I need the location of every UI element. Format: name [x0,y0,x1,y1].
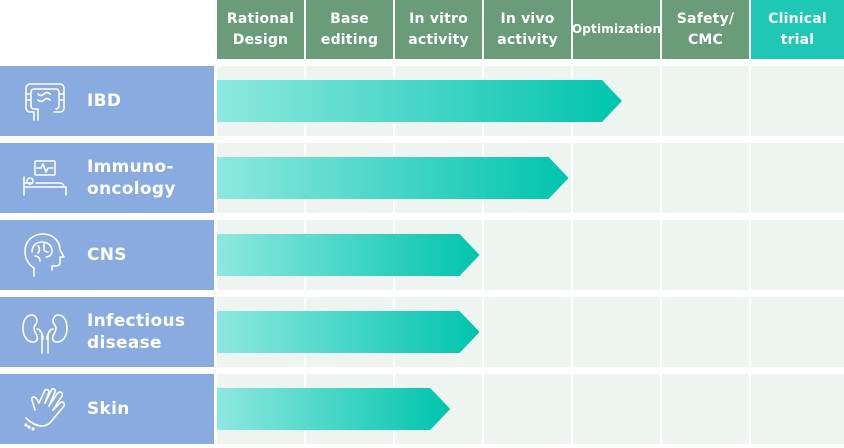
grid-cell [395,374,482,444]
stage-header-clinical-trial: Clinical trial [751,0,844,59]
grid-cell [306,143,393,213]
program-label: Immuno- oncology [87,157,176,199]
program-label: CNS [87,245,127,265]
grid-cell [395,297,482,367]
brain-head-icon [24,233,65,277]
grid-cell [306,374,393,444]
stage-header-optimization: Optimization [571,0,662,59]
stage-label: Clinical trial [768,10,827,48]
grid-cell [306,220,393,290]
stage-label: Optimization [571,22,662,36]
grid-cell [484,66,571,136]
grid-cell [662,220,749,290]
grid-cell [751,143,844,213]
grid-cell [484,297,571,367]
program-label: IBD [87,91,122,111]
grid-cell [573,297,660,367]
grid-cell [662,374,749,444]
program-label: Infectious disease [87,311,186,353]
program-row-skin: Skin [0,374,214,444]
stage-label: Rational Design [226,10,295,48]
grid-cell [751,220,844,290]
grid-cell [751,374,844,444]
hand-skin-icon [24,387,66,431]
stage-label: In vitro activity [408,10,469,48]
stage-header-safety-cmc: Safety/ CMC [662,0,749,59]
grid-cell [573,143,660,213]
grid-cell [751,297,844,367]
stage-header-base-editing: Base editing [306,0,393,59]
grid-cell [217,297,304,367]
program-row-infectious-disease: Infectious disease [0,297,214,367]
hospital-bed-icon [23,160,67,196]
stage-label: In vivo activity [497,10,558,48]
grid-cell [306,66,393,136]
stage-label: Base editing [320,10,379,48]
grid-cell [484,143,571,213]
grid-cell [484,220,571,290]
stage-header-rational-design: Rational Design [217,0,304,59]
stage-header-in-vivo: In vivo activity [484,0,571,59]
grid-cell [484,374,571,444]
grid-cell [662,143,749,213]
grid-cell [751,66,844,136]
grid-cell [395,143,482,213]
grid-cell [395,220,482,290]
grid-cell [217,143,304,213]
grid-cell [306,297,393,367]
grid-cell [573,220,660,290]
intestine-icon [25,83,65,121]
grid-cell [217,66,304,136]
program-row-cns: CNS [0,220,214,290]
grid-cell [573,374,660,444]
kidneys-icon [22,314,68,354]
program-label: Skin [87,399,130,419]
program-row-immuno-oncology: Immuno- oncology [0,143,214,213]
stage-header-in-vitro: In vitro activity [395,0,482,59]
program-row-ibd: IBD [0,66,214,136]
grid-cell [573,66,660,136]
grid-cell [662,66,749,136]
grid-cell [217,220,304,290]
grid-cell [395,66,482,136]
stage-label: Safety/ CMC [676,10,735,48]
grid-cell [662,297,749,367]
grid-cell [217,374,304,444]
